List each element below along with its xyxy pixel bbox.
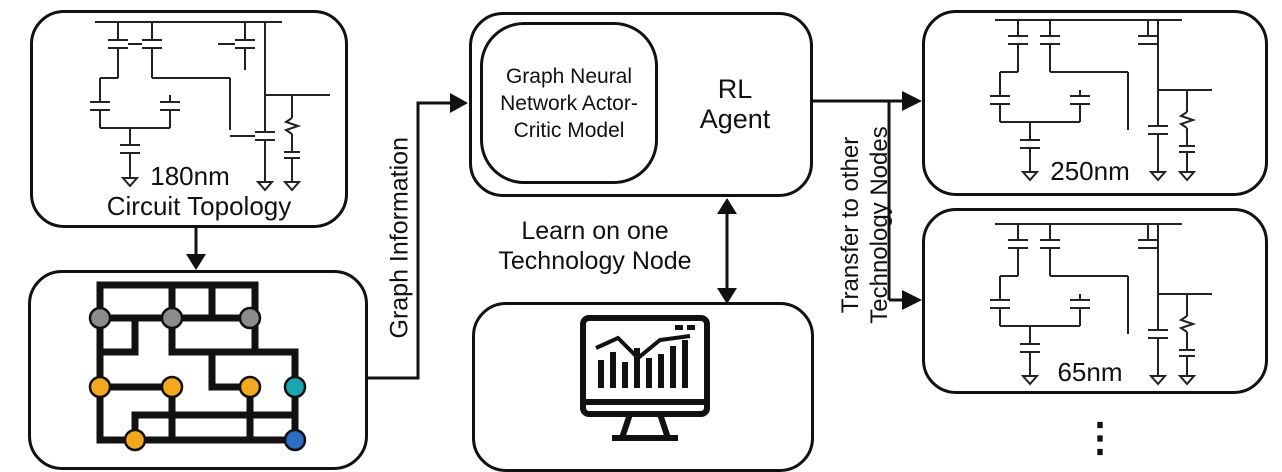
arrow-agent-to-targets	[813, 91, 922, 310]
gnn-model-label: Graph Neural Network Actor-Critic Model	[500, 65, 638, 142]
graph-node-orange-2	[160, 375, 184, 399]
target-node-label-250nm: 250nm	[1050, 156, 1130, 186]
target-node-label-65nm: 65nm	[1057, 357, 1123, 387]
circuit-schematic-250nm	[990, 19, 1212, 182]
learn-label: Learn on one Technology Node	[498, 217, 692, 275]
arrow-circuit-to-graph	[186, 228, 206, 270]
circuit-graph	[88, 281, 307, 452]
arrow-graph-to-agent	[368, 93, 468, 380]
graph-node-orange-3	[238, 375, 262, 399]
graph-node-blue-1	[283, 428, 307, 452]
graph-node-orange-4	[123, 428, 147, 452]
graph-node-gray-1	[88, 306, 112, 330]
double-arrow-agent-env	[717, 198, 737, 304]
rl-agent-label: RL Agent	[699, 74, 771, 134]
circuit-schematic-65nm	[990, 223, 1212, 386]
graph-node-gray-2	[160, 306, 184, 330]
circuit-node-label: 180nm	[150, 161, 230, 191]
circuit-topology-box	[30, 10, 348, 228]
graph-node-gray-3	[238, 306, 262, 330]
circuit-title: Circuit Topology	[106, 191, 292, 221]
target-box-250nm	[922, 10, 1268, 196]
gnn-model-box	[480, 22, 658, 184]
circuit-schematic-180nm	[90, 21, 330, 192]
graph-node-orange-1	[88, 375, 112, 399]
more-targets-ellipsis: ⋮	[1080, 416, 1120, 460]
monitor-chart-icon	[580, 315, 710, 441]
graph-node-teal-1	[283, 375, 307, 399]
target-box-65nm	[922, 208, 1268, 394]
